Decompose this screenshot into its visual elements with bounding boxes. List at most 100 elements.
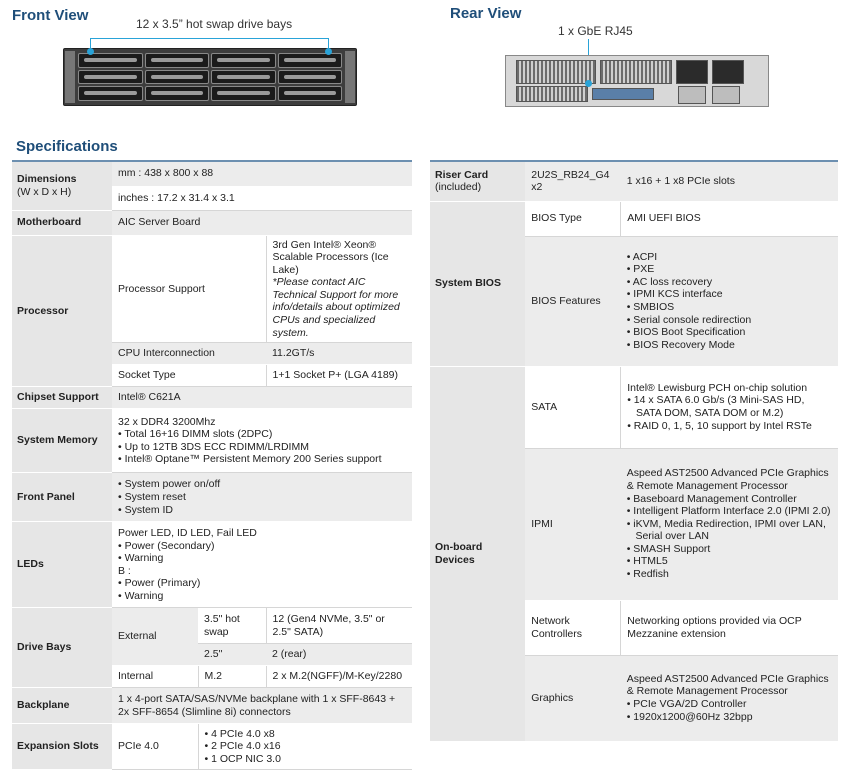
memory-line: • Total 16+16 DIMM slots (2DPC) — [118, 428, 273, 441]
front-callout-dot-right — [325, 48, 332, 55]
row-label-processor: Processor — [12, 235, 112, 388]
front-callout-right — [328, 38, 329, 52]
ipmi-line: • Intelligent Platform Interface 2.0 (IP… — [626, 505, 831, 518]
drive-bays-internal-type: M.2 — [197, 665, 266, 689]
ipmi-line: • Redfish — [626, 568, 669, 581]
sata-line: SATA DOM, SATA DOM or M.2) — [627, 407, 784, 419]
bios-feature: • SMBIOS — [626, 301, 675, 313]
drive-bays-internal-label: Internal — [112, 665, 198, 689]
graphics-line: • 1920x1200@60Hz 32bpp — [626, 710, 753, 723]
bios-type-value: AMI UEFI BIOS — [620, 201, 838, 237]
bios-type-label: BIOS Type — [525, 201, 621, 237]
rear-drive-bay — [712, 60, 744, 84]
psu-icon — [678, 86, 706, 104]
left-table-top-rule — [12, 160, 412, 162]
spec-table-right: Riser Card (included) 2U2S_RB24_G4 x2 1 … — [430, 162, 838, 742]
specifications-title: Specifications — [16, 138, 118, 155]
ipmi-line: Serial over LAN — [626, 530, 709, 543]
network-controllers-label: Network Controllers — [525, 600, 621, 656]
rear-callout-dot — [585, 80, 592, 87]
bios-feature: • Serial console redirection — [626, 313, 752, 326]
leds-line: • Warning — [118, 589, 164, 602]
front-ear-left — [65, 51, 75, 103]
row-label-drive-bays: Drive Bays — [12, 607, 112, 689]
dimensions-label-unit: (W x D x H) — [17, 185, 72, 198]
drive-bay — [211, 86, 276, 101]
ipmi-line: & Remote Management Processor — [626, 479, 788, 492]
rear-vent — [516, 60, 596, 84]
bios-feature: • IPMI KCS interface — [626, 288, 723, 301]
rear-vent — [600, 60, 672, 84]
front-panel-line: • System reset — [118, 490, 186, 503]
rear-vent — [516, 86, 588, 102]
processor-support-note: *Please contact AIC Technical Support fo… — [272, 276, 400, 339]
front-view-title: Front View — [12, 7, 89, 24]
riser-name: 2U2S_RB24_G4 x2 — [525, 162, 621, 202]
row-label-dimensions: Dimensions (W x D x H) — [12, 162, 112, 211]
drive-bays-25-label: 2.5" — [198, 643, 266, 667]
expansion-line: • 1 OCP NIC 3.0 — [204, 753, 281, 766]
front-callout-dot-left — [87, 48, 94, 55]
socket-type-value: 1+1 Socket P+ (LGA 4189) — [265, 364, 412, 388]
ipmi-line: Aspeed AST2500 Advanced PCIe Graphics — [626, 467, 829, 480]
bios-feature: • AC loss recovery — [626, 275, 713, 288]
processor-support-value: 3rd Gen Intel® Xeon® Scalable Processors… — [265, 235, 412, 344]
memory-line: • Up to 12TB 3DS ECC RDIMM/LRDIMM — [118, 440, 309, 453]
drive-bays-external-label: External — [112, 607, 198, 667]
bios-feature: • ACPI — [626, 250, 658, 263]
front-panel-line: • System power on/off — [118, 478, 221, 491]
drive-bays-internal-value: 2 x M.2(NGFF)/M-Key/2280 — [265, 665, 412, 689]
drive-bays-25-value: 2 (rear) — [266, 643, 412, 667]
chipset-value: Intel® C621A — [112, 386, 412, 410]
ipmi-value: Aspeed AST2500 Advanced PCIe Graphics & … — [620, 448, 838, 601]
backplane-value: 1 x 4-port SATA/SAS/NVMe backplane with … — [112, 687, 412, 725]
front-view-caption: 12 x 3.5” hot swap drive bays — [136, 17, 293, 31]
riser-value: 1 x16 + 1 x8 PCIe slots — [620, 162, 838, 202]
ipmi-label: IPMI — [525, 448, 621, 601]
drive-bays-35-value: 12 (Gen4 NVMe, 3.5" or 2.5" SATA) — [265, 607, 412, 645]
dimensions-label: Dimensions — [17, 173, 77, 186]
expansion-line: • 4 PCIe 4.0 x8 — [204, 727, 275, 740]
bios-features-label: BIOS Features — [525, 236, 621, 367]
drive-bay — [144, 69, 209, 85]
drive-bay — [144, 53, 209, 68]
front-chassis-image — [63, 48, 357, 106]
sata-line: Intel® Lewisburg PCH on-chip solution — [627, 381, 808, 394]
cpu-interconnect-label: CPU Interconnection — [112, 342, 266, 366]
bios-feature: • PXE — [626, 263, 655, 276]
dimensions-mm: mm : 438 x 800 x 88 — [112, 162, 412, 187]
drive-bay — [277, 53, 342, 68]
row-label-motherboard: Motherboard — [12, 210, 112, 236]
row-label-onboard-devices: On-board Devices — [430, 366, 526, 742]
front-panel-value: • System power on/off • System reset • S… — [112, 472, 412, 523]
sata-label: SATA — [525, 366, 621, 449]
onboard-label-devices: Devices — [435, 553, 475, 566]
memory-line: • Intel® Optane™ Persistent Memory 200 S… — [118, 453, 382, 466]
graphics-label: Graphics — [525, 655, 621, 742]
drive-bay — [211, 53, 276, 68]
dimensions-inches: inches : 17.2 x 31.4 x 3.1 — [112, 186, 412, 211]
bios-feature: • BIOS Boot Specification — [626, 326, 746, 339]
ipmi-line: • Baseboard Management Controller — [626, 492, 797, 505]
onboard-label: On-board — [435, 540, 483, 553]
spec-table-left: Dimensions (W x D x H) mm : 438 x 800 x … — [12, 162, 412, 770]
graphics-line: & Remote Management Processor — [626, 685, 788, 698]
graphics-line: Aspeed AST2500 Advanced PCIe Graphics — [626, 672, 829, 685]
ipmi-line: • SMASH Support — [626, 542, 711, 555]
graphics-value: Aspeed AST2500 Advanced PCIe Graphics & … — [620, 655, 838, 742]
rear-chassis-image — [505, 55, 769, 107]
psu-icon — [712, 86, 740, 104]
row-label-backplane: Backplane — [12, 687, 112, 725]
row-label-front-panel: Front Panel — [12, 472, 112, 523]
rear-view-title: Rear View — [450, 5, 522, 22]
front-callout-line — [90, 38, 328, 39]
sata-line: • RAID 0, 1, 5, 10 support by Intel RSTe — [627, 419, 812, 432]
ipmi-line: • iKVM, Media Redirection, IPMI over LAN… — [626, 517, 826, 530]
leds-line: Power LED, ID LED, Fail LED — [118, 526, 257, 539]
processor-support-label: Processor Support — [112, 235, 266, 344]
leds-value: Power LED, ID LED, Fail LED • Power (Sec… — [112, 521, 412, 609]
leds-line: • Warning — [118, 552, 164, 565]
bios-feature: • BIOS Recovery Mode — [626, 338, 735, 351]
rear-drive-bay — [676, 60, 708, 84]
drive-bays-35-label: 3.5" hot swap — [198, 607, 266, 645]
